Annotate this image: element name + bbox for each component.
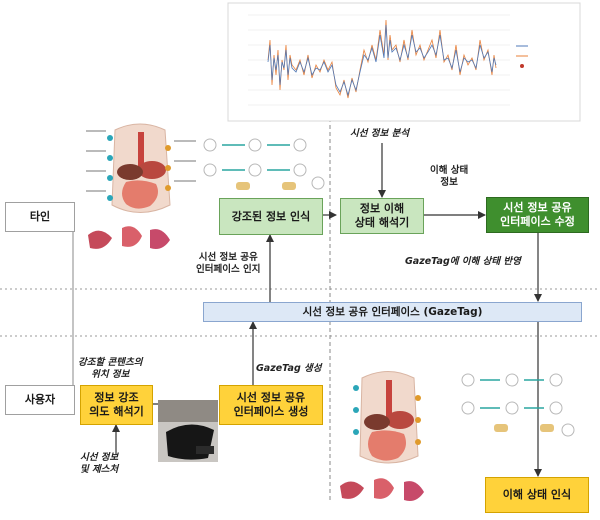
understanding-recognition-box: 이해 상태 인식	[485, 477, 589, 513]
label-gazetag-create: GazeTag 생성	[256, 363, 322, 374]
label-interface-perception: 시선 정보 공유 인터페이스 인지	[196, 252, 261, 275]
actor-user: 사용자	[5, 385, 75, 415]
label-gaze-analysis: 시선 정보 분석	[350, 128, 410, 139]
interface-modify-box: 시선 정보 공유 인터페이스 수정	[486, 197, 589, 233]
actor-other: 타인	[5, 202, 75, 232]
chart-legend	[516, 45, 528, 68]
interface-create-box: 시선 정보 공유 인터페이스 생성	[219, 385, 323, 425]
gazetag-interface-bar: 시선 정보 공유 인터페이스 (GazeTag)	[203, 302, 582, 322]
understanding-interpreter-box: 정보 이해 상태 해석기	[340, 198, 424, 234]
label-reflect-gazetag: GazeTag에 이해 상태 반영	[405, 256, 521, 267]
series-blue	[267, 24, 497, 97]
label-gaze-gesture: 시선 정보 및 제스처	[80, 452, 119, 475]
label-content-location: 강조할 콘텐츠의 위치 정보	[78, 357, 143, 380]
emphasized-recognition-box: 강조된 정보 인식	[219, 198, 323, 235]
label-understanding-info: 이해 상태 정보	[430, 165, 469, 188]
emphasis-interpreter-box: 정보 강조 의도 해석기	[80, 385, 153, 425]
